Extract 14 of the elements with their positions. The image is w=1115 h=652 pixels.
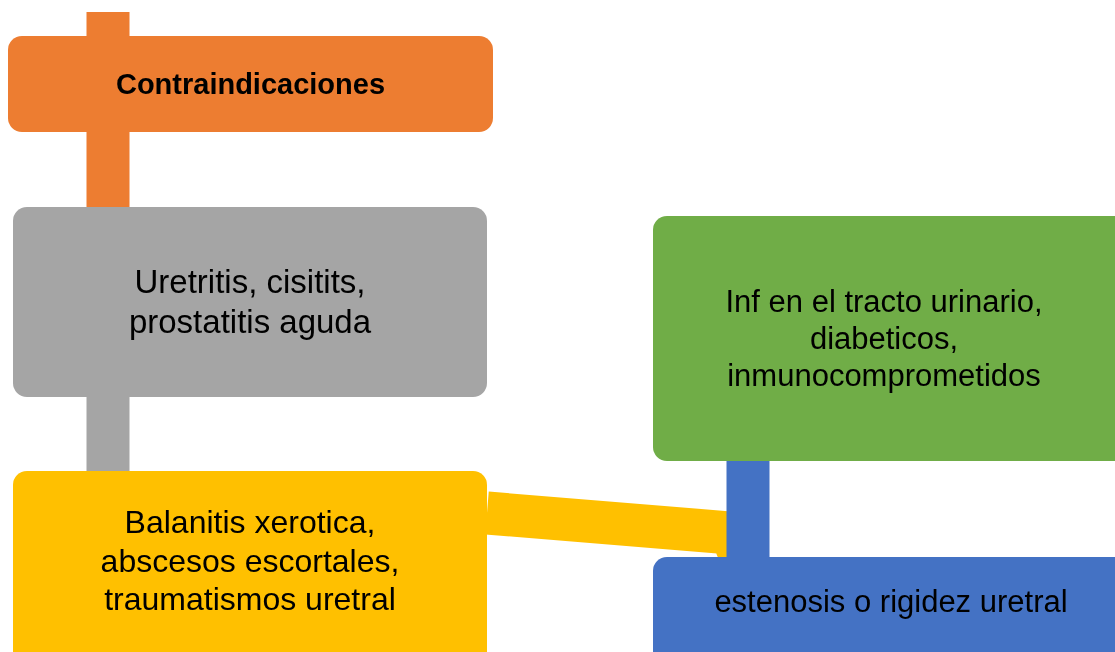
rounded-box <box>13 471 487 652</box>
box-text: Uretritis, cisitits, prostatitis aguda <box>127 262 373 342</box>
rounded-box <box>653 557 1115 652</box>
connector-bar <box>86 397 130 471</box>
box-text: Inf en el tracto urinario, diabeticos, inmunocomprometidos <box>724 282 1044 395</box>
rounded-box <box>8 36 493 132</box>
connector-bar <box>86 12 130 36</box>
rounded-box <box>13 207 487 397</box>
box-text: Contraindicaciones <box>115 66 386 102</box>
box-text: estenosis o rigidez uretral <box>714 583 1068 621</box>
box-text: Balanitis xerotica, abscesos escortales, traumatismos uretral <box>99 503 401 619</box>
rounded-box <box>653 216 1115 461</box>
connector-bar <box>86 132 130 207</box>
connector-bar <box>726 461 770 557</box>
